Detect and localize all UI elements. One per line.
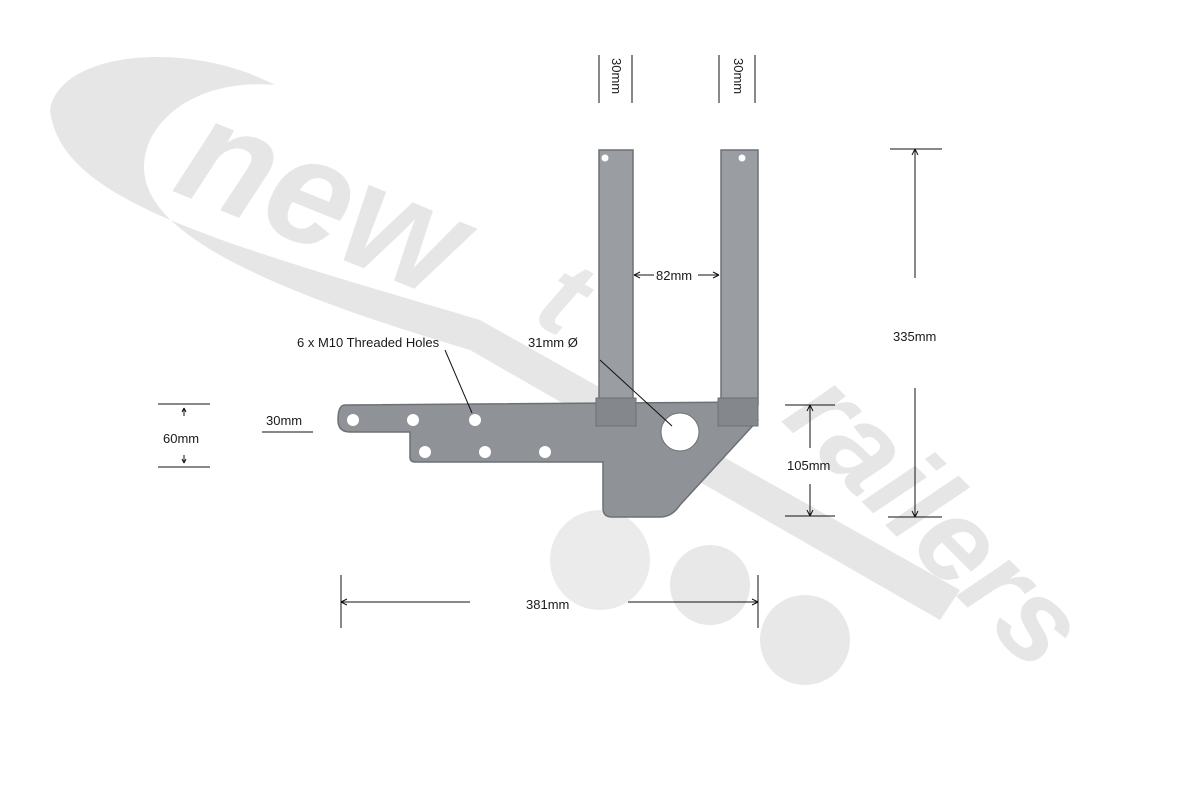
left-tab-weld	[595, 397, 637, 427]
tab-right-width-label: 30mm	[731, 58, 746, 95]
gap-arrow-right	[712, 271, 720, 279]
watermark-wheel-1	[550, 510, 650, 610]
threaded-hole-5	[539, 446, 551, 458]
bracket-plate	[337, 401, 759, 518]
lower-block-height-label: 105mm	[787, 458, 831, 473]
dimension-lines	[158, 55, 942, 628]
watermark-wheel-2	[670, 545, 750, 625]
overall-length-label: 381mm	[526, 597, 570, 612]
watermark-logo: new t railers	[50, 57, 1111, 693]
arm-height-arrow-top	[181, 407, 187, 413]
threaded-hole-2	[469, 414, 481, 426]
watermark-swoosh	[50, 57, 960, 621]
length-arrow-left	[340, 598, 348, 606]
threaded-hole-3	[419, 446, 431, 458]
large-hole	[660, 412, 700, 452]
left-arm-height-label: 60mm	[163, 431, 200, 446]
right-tab	[720, 149, 759, 406]
left-tab	[598, 149, 634, 406]
left-arm-width-label: 30mm	[266, 413, 303, 428]
threaded-leader	[444, 349, 473, 414]
block-arrow-bottom	[806, 509, 814, 517]
hole-leader	[599, 359, 673, 427]
tab-left-width-label: 30mm	[609, 58, 624, 95]
right-tab-hole	[738, 154, 746, 162]
left-tab-hole	[601, 154, 609, 162]
height-arrow-bottom	[911, 510, 919, 518]
watermark-wheel-3	[760, 595, 850, 685]
arm-height-arrow-bottom	[181, 458, 187, 464]
arm-end-hole	[347, 414, 359, 426]
gap-arrow-left	[633, 271, 641, 279]
bracket-part	[337, 149, 759, 518]
threaded-hole-1	[407, 414, 419, 426]
overall-height-label: 335mm	[893, 329, 937, 344]
threaded-holes-label: 6 x M10 Threaded Holes	[297, 335, 440, 350]
right-tab-weld	[717, 397, 759, 427]
threaded-hole-4	[479, 446, 491, 458]
tab-gap-label: 82mm	[656, 268, 693, 283]
block-arrow-top	[806, 404, 814, 412]
height-arrow-top	[911, 148, 919, 156]
large-hole-label: 31mm Ø	[528, 335, 578, 350]
length-arrow-right	[751, 598, 759, 606]
